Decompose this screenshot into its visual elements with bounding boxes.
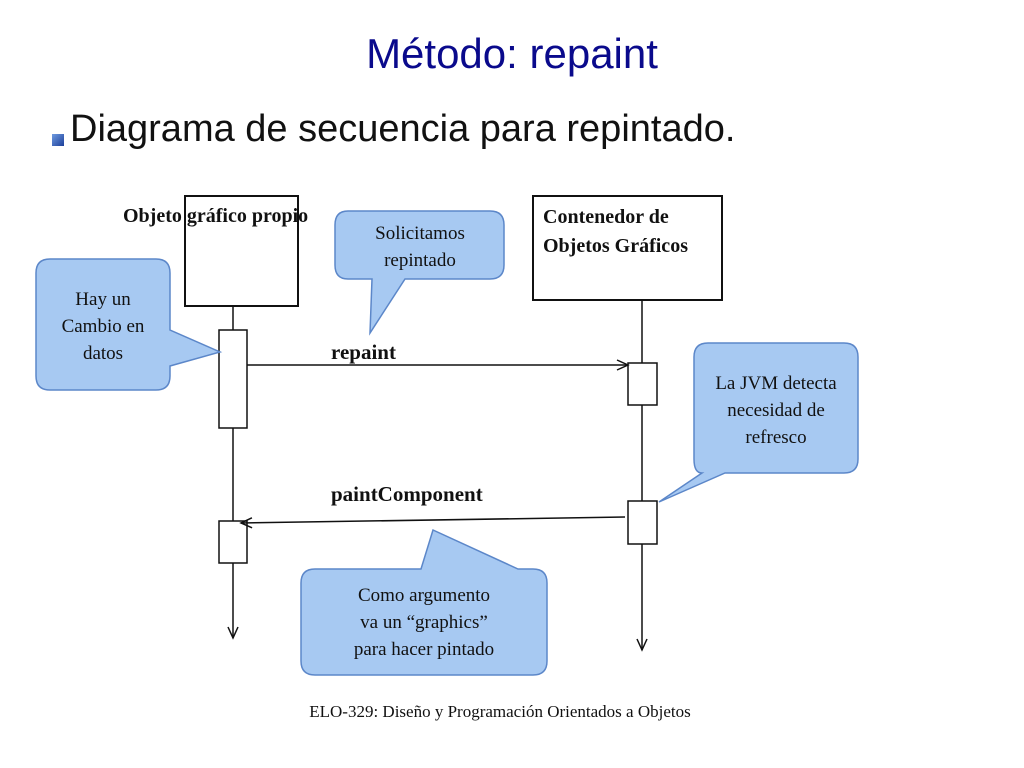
- slide-footer: ELO-329: Diseño y Programación Orientado…: [309, 702, 691, 721]
- callout-jvm-text: La JVM detecta necesidad de refresco: [715, 373, 837, 448]
- callout-cambio-text: Hay un Cambio en datos: [61, 289, 145, 364]
- callout-jvm: [658, 342, 859, 503]
- paint-component-arrow: [239, 516, 626, 529]
- right-activation-2: [627, 500, 658, 545]
- bullet-text: Diagrama de secuencia para repintado.: [70, 108, 736, 150]
- callout-solicitamos-text: Solicitamos repintado: [375, 223, 465, 271]
- left-activation-2: [218, 520, 248, 564]
- callout-argumento: [300, 528, 548, 676]
- slide-title: Método: repaint: [366, 30, 658, 77]
- paint-component-label: paintComponent: [331, 482, 483, 506]
- left-object-label: Objeto gráfico propio: [123, 205, 309, 227]
- right-object-label-line1: Contenedor de: [543, 206, 669, 228]
- callout-cambio: [35, 258, 223, 391]
- left-object-box: [184, 195, 299, 307]
- right-activation-1: [627, 362, 658, 406]
- repaint-label: repaint: [331, 340, 396, 364]
- left-activation-1: [218, 329, 248, 429]
- right-object-label-line2: Objetos Gráficos: [543, 235, 688, 257]
- bullet-square-icon: [52, 134, 64, 146]
- callout-solicitamos: [334, 210, 505, 336]
- callout-argumento-text: Como argumento va un “graphics” para hac…: [353, 585, 495, 660]
- right-object-box: [532, 195, 723, 301]
